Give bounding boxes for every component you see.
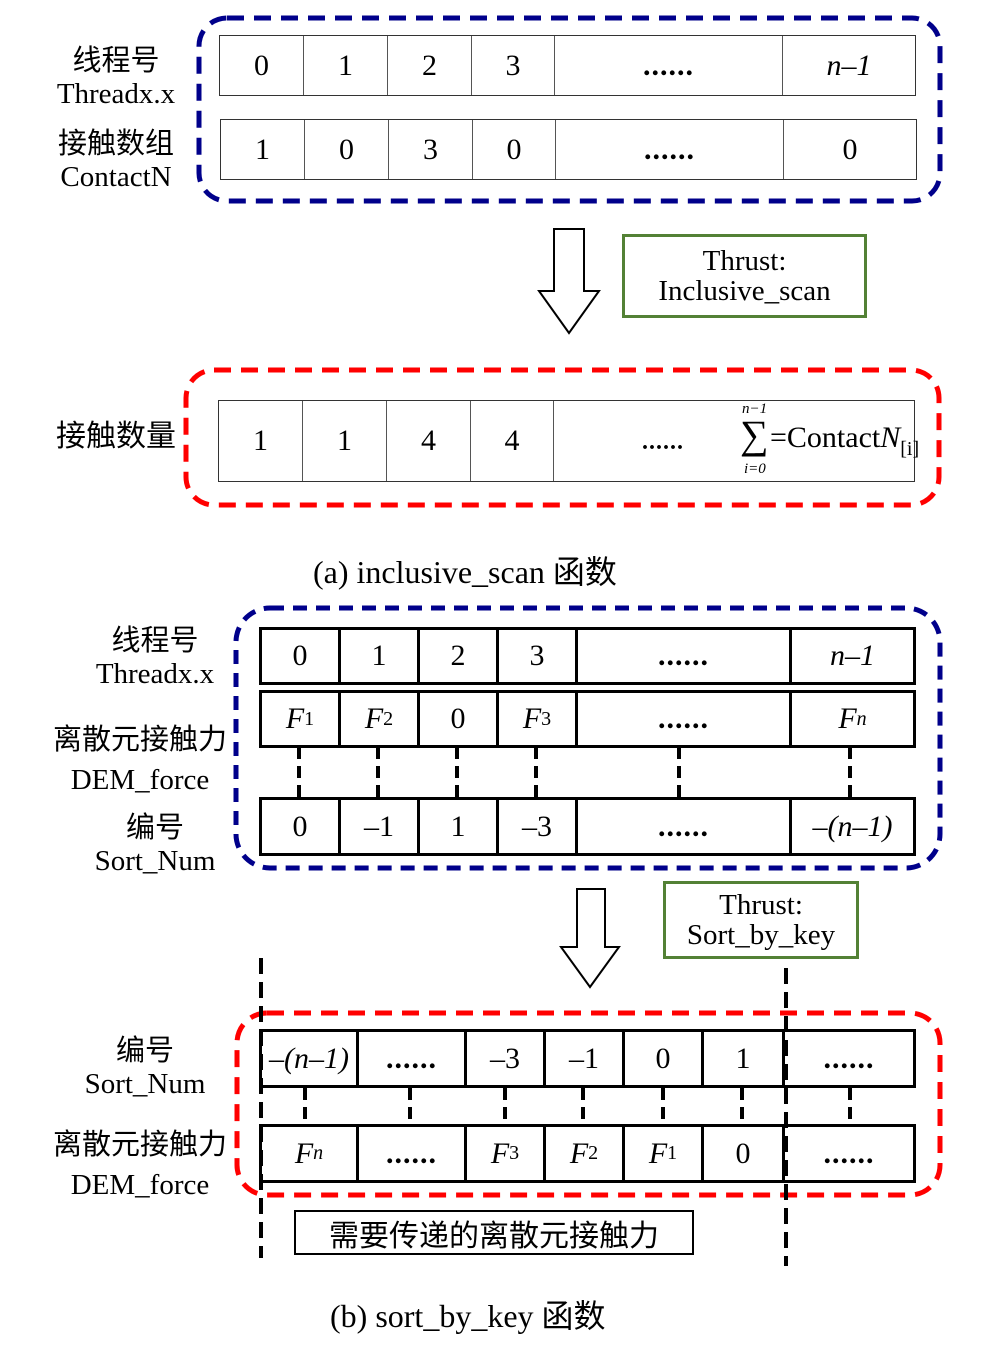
thrust-inclusive-scan-box: Thrust: Inclusive_scan [622, 234, 867, 318]
result-row-a: 1 1 4 4 ...... n−1 ∑ i=0 =ContactN[i] [218, 400, 919, 482]
thread-row-a: 0 1 2 3 ...... n–1 [219, 35, 916, 96]
cell: 0 [473, 120, 556, 179]
cell: 1 [304, 36, 388, 95]
cell-ellipsis: ...... [578, 630, 792, 682]
cell-last: 0 [842, 132, 858, 166]
sortnum-label-b: 编号 Sort_Num [94, 812, 216, 877]
cell: 1 [341, 630, 420, 682]
contact-array-label-en: ContactN [60, 161, 172, 193]
cell-ellipsis: ...... [823, 1041, 875, 1075]
down-arrow-icon-a [537, 228, 601, 335]
thrust-function: Sort_by_key [686, 919, 836, 951]
thrust-label: Thrust: [702, 245, 787, 277]
contact-array-label-a: 接触数组 ContactN [46, 128, 186, 194]
cell: 0 [220, 36, 304, 95]
cell: –1 [341, 800, 420, 853]
cell-ellipsis: ...... [359, 1032, 467, 1085]
cell: 3 [472, 36, 555, 95]
cell: 1 [221, 120, 305, 179]
caption-b: (b) sort_by_key 函数 [330, 1298, 606, 1334]
ellipsis: ...... [642, 429, 684, 455]
cell-sum-formula: ...... n−1 ∑ i=0 =ContactN[i] [554, 401, 919, 481]
force-sortnum-connectors [297, 747, 852, 799]
sortnum-row-b: 0 –1 1 –3 ...... –(n–1) [259, 797, 916, 856]
contact-count-label-a: 接触数量 [56, 420, 176, 453]
thread-label-a: 线程号 Threadx.x [46, 45, 186, 111]
sorted-connectors [303, 1088, 852, 1122]
thread-label-cn: 线程号 [72, 45, 160, 77]
cell: 3 [389, 120, 473, 179]
sum-expression: =ContactN[i] [770, 421, 920, 460]
cell: 2 [388, 36, 472, 95]
cell: 3 [499, 630, 578, 682]
cell: 0 [262, 630, 341, 682]
sorted-force-label-b: 离散元接触力 DEM_force [52, 1129, 227, 1201]
cell: –3 [467, 1032, 546, 1085]
force-cell: 0 [420, 693, 499, 745]
thrust-function: Inclusive_scan [658, 275, 831, 307]
sigma-symbol: ∑ [740, 412, 769, 457]
force-cell-ellipsis: ...... [578, 693, 792, 745]
cell-ellipsis: ...... [556, 120, 784, 179]
transfer-note-box: 需要传递的离散元接触力 [294, 1210, 694, 1255]
force-cell: 0 [704, 1127, 785, 1180]
cell: 0 [625, 1032, 704, 1085]
sorted-label-b: 编号 Sort_Num [84, 1035, 206, 1100]
cell: 0 [305, 120, 389, 179]
caption-a: (a) inclusive_scan 函数 [313, 554, 617, 590]
thread-label-b: 线程号 Threadx.x [95, 625, 215, 690]
cell: 2 [420, 630, 499, 682]
cell: 1 [420, 800, 499, 853]
cell: 1 [704, 1032, 785, 1085]
force-label-b: 离散元接触力 DEM_force [52, 724, 227, 796]
cell-last: –(n–1) [812, 809, 893, 843]
cell-last: n–1 [826, 48, 872, 82]
sum-upper-limit: n−1 [742, 401, 768, 417]
cell: 0 [262, 800, 341, 853]
down-arrow-icon-b [559, 888, 621, 989]
cell: –3 [499, 800, 578, 853]
cell: 1 [219, 401, 303, 481]
contact-array-label-cn: 接触数组 [57, 128, 174, 160]
thread-label-en: Threadx.x [56, 78, 176, 110]
thrust-sort-by-key-box: Thrust: Sort_by_key [663, 881, 859, 959]
cell: –(n–1) [262, 1032, 359, 1085]
cell-ellipsis: ...... [555, 36, 783, 95]
contact-row-a: 1 0 3 0 ...... 0 [220, 119, 917, 180]
sum-lower-limit: i=0 [744, 461, 766, 477]
sorted-row-b: –(n–1) ...... –3 –1 0 1 ...... [259, 1029, 916, 1088]
force-cell-ellipsis: ...... [823, 1136, 875, 1170]
cell: 4 [471, 401, 554, 481]
force-cell-ellipsis: ...... [359, 1127, 467, 1180]
cell: –1 [546, 1032, 625, 1085]
thread-row-b: 0 1 2 3 ...... n–1 [259, 627, 916, 685]
thrust-label: Thrust: [719, 889, 803, 921]
cell: 4 [387, 401, 471, 481]
cell: 1 [303, 401, 387, 481]
cell-ellipsis: ...... [578, 800, 792, 853]
cell-last: n–1 [830, 639, 875, 672]
